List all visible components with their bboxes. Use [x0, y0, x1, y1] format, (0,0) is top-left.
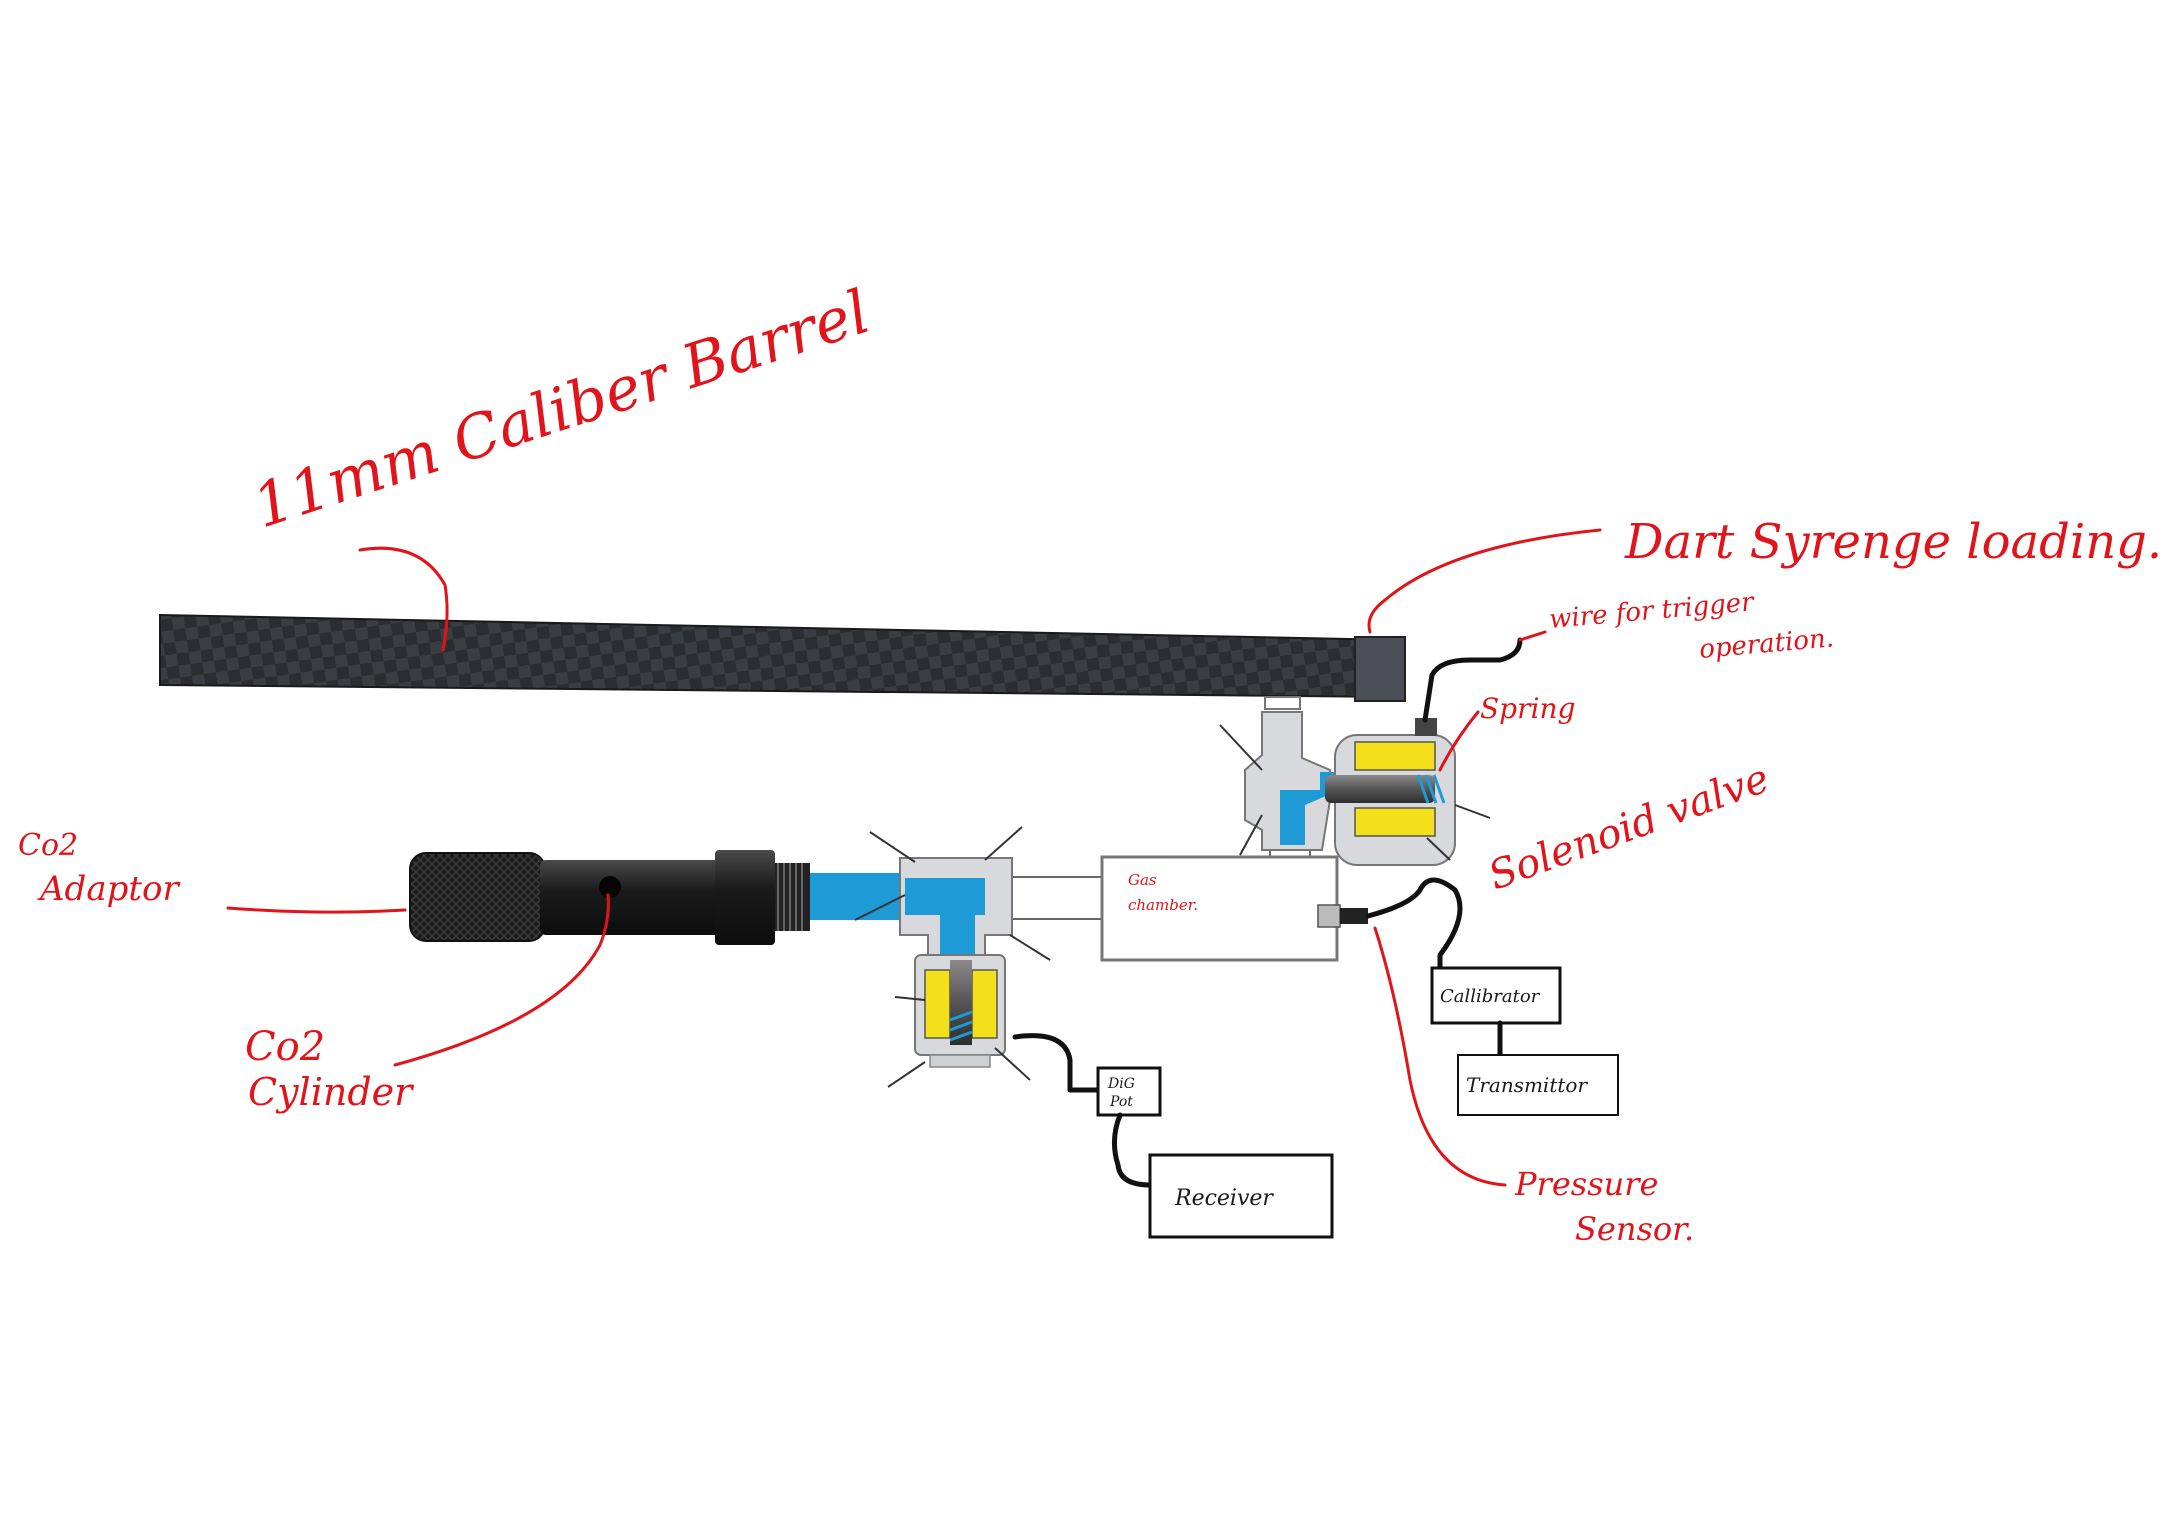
- dart-loading-label: Dart Syrenge loading.: [1624, 514, 2162, 570]
- calibrator-label: Callibrator: [1440, 986, 1541, 1007]
- pressure-sensor-label-1: Pressure: [1514, 1165, 1658, 1203]
- coil-left: [925, 970, 950, 1038]
- coil-bottom: [1355, 808, 1435, 836]
- barrel-end-cap: [1355, 637, 1405, 701]
- cylinder-port-hole: [599, 876, 621, 898]
- co2-adaptor-label-2: Adaptor: [37, 869, 180, 909]
- lower-solenoid-valve: [855, 827, 1098, 1090]
- wire-trigger-label-1: wire for trigger: [1548, 587, 1756, 635]
- transmitter-label: Transmittor: [1466, 1073, 1588, 1097]
- transmitter-box: Transmittor: [1458, 1055, 1618, 1115]
- co2-cylinder-label-2: Cylinder: [248, 1070, 415, 1114]
- spring-label: Spring: [1480, 692, 1575, 725]
- digipot-label-2: Pot: [1109, 1094, 1133, 1110]
- co2-cylinder: [410, 850, 810, 945]
- thread: [775, 863, 810, 931]
- wire-trigger-label-2: operation.: [1698, 623, 1835, 665]
- co2-cylinder-label-1: Co2: [245, 1024, 325, 1070]
- gas-chamber-label-2: chamber.: [1128, 896, 1198, 914]
- pressure-sensor-label-2: Sensor.: [1575, 1210, 1694, 1248]
- coil-top: [1355, 742, 1435, 770]
- barrel-label: 11mm Caliber Barrel: [245, 277, 878, 542]
- coil-right: [972, 970, 997, 1038]
- receiver-box: Receiver: [1150, 1155, 1332, 1237]
- calibrator-box: Callibrator: [1432, 968, 1560, 1055]
- wire-trigger-leader: [1520, 632, 1545, 640]
- digipot-label-1: DiG: [1107, 1076, 1135, 1092]
- solenoid-valve-label: Solenoid valve: [1483, 755, 1775, 899]
- receiver-label: Receiver: [1174, 1186, 1274, 1211]
- annotations: 11mm Caliber Barrel Dart Syrenge loading…: [18, 277, 2162, 1248]
- co2-adaptor-leader: [228, 908, 405, 912]
- barrel: [160, 615, 1405, 701]
- gas-chamber-label-1: Gas: [1128, 871, 1157, 889]
- co2-adaptor-label-1: Co2: [18, 828, 78, 863]
- gas-chamber: Gas chamber.: [1102, 857, 1337, 960]
- knurled-grip: [410, 853, 545, 941]
